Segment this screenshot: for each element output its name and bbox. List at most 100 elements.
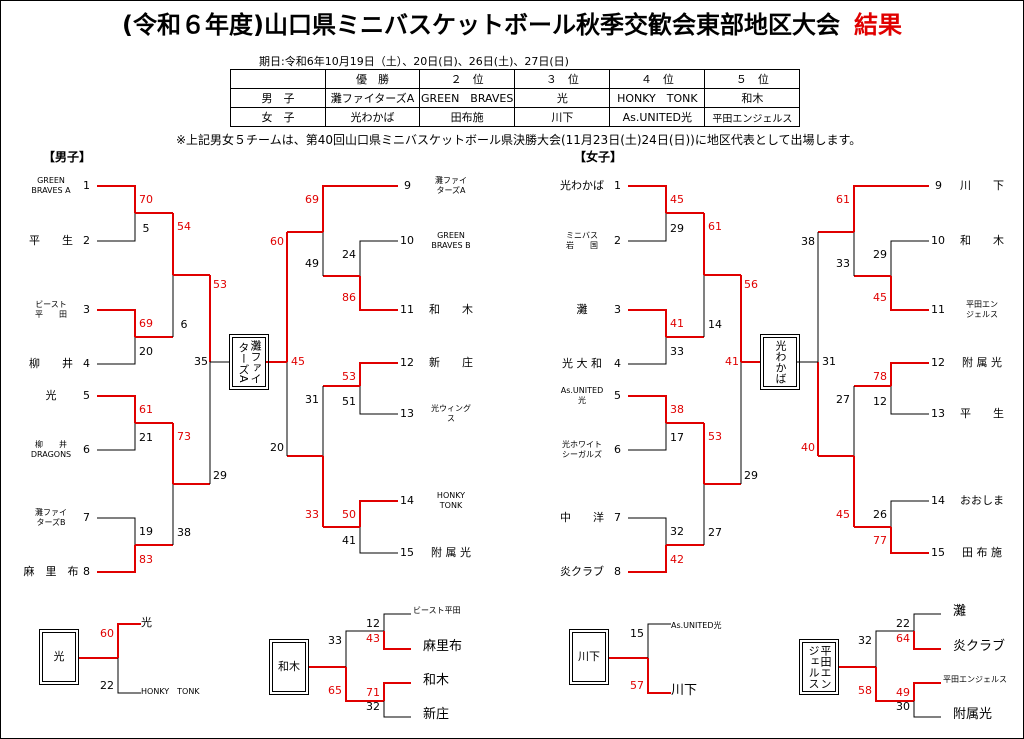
bracket-line (647, 623, 671, 658)
playoff-team: HONKY TONK (141, 687, 200, 696)
match-score: 51 (342, 395, 356, 408)
playoff-team: 灘 (953, 604, 967, 619)
team-seed: 8 (614, 565, 621, 578)
playoff-team: ビースト平田 (413, 606, 461, 615)
match-score: 53 (213, 278, 227, 291)
winner-name: 川下 (572, 632, 606, 682)
match-score: 45 (873, 291, 887, 304)
team-name: 灘ファイターズA (435, 176, 467, 195)
match-score: 45 (670, 193, 684, 206)
summary-header: ３ 位 (514, 69, 611, 89)
team-name: 灘 (576, 303, 588, 316)
team-seed: 6 (614, 443, 621, 456)
team-seed: 7 (83, 511, 90, 524)
bracket-line (97, 337, 136, 365)
match-score: 29 (873, 248, 887, 261)
team-name: 光 (45, 389, 57, 402)
bracket-line (628, 395, 667, 423)
match-score: 33 (305, 508, 319, 521)
team-name: 光ウィングス (431, 404, 471, 423)
match-score: 69 (305, 193, 319, 206)
match-score: 20 (139, 345, 153, 358)
match-score: 73 (177, 430, 191, 443)
bracket-line (913, 631, 941, 650)
match-score: 29 (213, 469, 227, 482)
bracket-line (913, 613, 941, 631)
match-score: 38 (670, 403, 684, 416)
summary-cell: 平田エンジェルス (704, 107, 801, 127)
team-name: 附 属 光 (962, 356, 1002, 369)
bracket-line (359, 527, 398, 554)
winner-box: 平田エンジェルス (799, 639, 839, 695)
match-score: 61 (836, 193, 850, 206)
playoff-team: 麻里布 (423, 639, 463, 654)
match-score: 49 (305, 257, 319, 270)
bracket-line (359, 386, 398, 415)
winner-name: 光 (42, 632, 76, 682)
summary-cell: 川下 (514, 107, 611, 127)
winner-box: 光わかば (760, 334, 800, 390)
match-score: 22 (100, 679, 114, 692)
bracket-line (383, 682, 411, 701)
team-seed: 13 (400, 407, 414, 420)
bracket-line (890, 240, 929, 276)
match-score: 49 (896, 686, 910, 699)
match-score: 6 (180, 318, 188, 331)
bracket-line (97, 517, 136, 545)
team-seed: 12 (400, 356, 414, 369)
summary-row-girls: 女 子 光わかば 田布施 川下 As.UNITED光 平田エンジェルス (230, 107, 801, 127)
match-score: 33 (328, 634, 342, 647)
match-score: 27 (836, 393, 850, 406)
match-score: 15 (630, 627, 644, 640)
team-seed: 7 (614, 511, 621, 524)
team-seed: 2 (83, 234, 90, 247)
match-score: 17 (670, 431, 684, 444)
match-score: 43 (366, 632, 380, 645)
match-score: 41 (670, 317, 684, 330)
match-score: 31 (305, 393, 319, 406)
team-seed: 11 (931, 303, 945, 316)
winner-name: 平田エンジェルス (802, 642, 836, 692)
match-score: 38 (177, 526, 191, 539)
bracket-line (322, 185, 398, 232)
playoff-team: 光 (141, 616, 152, 629)
boys-section-label: 【男子】 (43, 150, 92, 164)
playoff-team: 和木 (423, 673, 450, 688)
winner-box: 川下 (569, 629, 609, 685)
team-name: 光ホワイトシーガルズ (562, 440, 602, 459)
bracket-line (359, 240, 398, 276)
bracket-line (117, 623, 141, 658)
playoff-team: 附属光 (953, 707, 993, 722)
title-result: 結果 (853, 11, 902, 39)
match-score: 86 (342, 291, 356, 304)
qualification-note: ※上記男女５チームは、第40回山口県ミニバスケットボール県決勝大会(11月23日… (176, 133, 862, 147)
team-name: 柳 井 (29, 357, 73, 370)
summary-cell: As.UNITED光 (609, 107, 706, 127)
team-seed: 15 (400, 546, 414, 559)
summary-cell: 光わかば (325, 107, 420, 127)
match-score: 45 (836, 508, 850, 521)
team-seed: 4 (83, 357, 90, 370)
winner-name: 灘ファイターズA (232, 337, 266, 387)
team-name: 田 布 施 (962, 546, 1002, 559)
bracket-line (913, 682, 941, 701)
match-score: 69 (139, 317, 153, 330)
match-score: 42 (670, 553, 684, 566)
playoff-team: 炎クラブ (953, 639, 1006, 654)
team-name: 光 大 和 (562, 357, 602, 370)
bracket-line (345, 667, 384, 702)
bracket-line (383, 631, 411, 650)
match-score: 77 (873, 534, 887, 547)
summary-table: 優 勝 ２ 位 ３ 位 ４ 位 ５ 位 男 子 灘ファイターズA GREEN B… (230, 69, 801, 127)
bracket-line (359, 362, 398, 386)
bracket-line (628, 423, 667, 451)
bracket-line (97, 545, 136, 573)
team-name: おおしま (960, 494, 1004, 507)
match-score: 45 (291, 355, 305, 368)
bracket-line (628, 185, 667, 213)
